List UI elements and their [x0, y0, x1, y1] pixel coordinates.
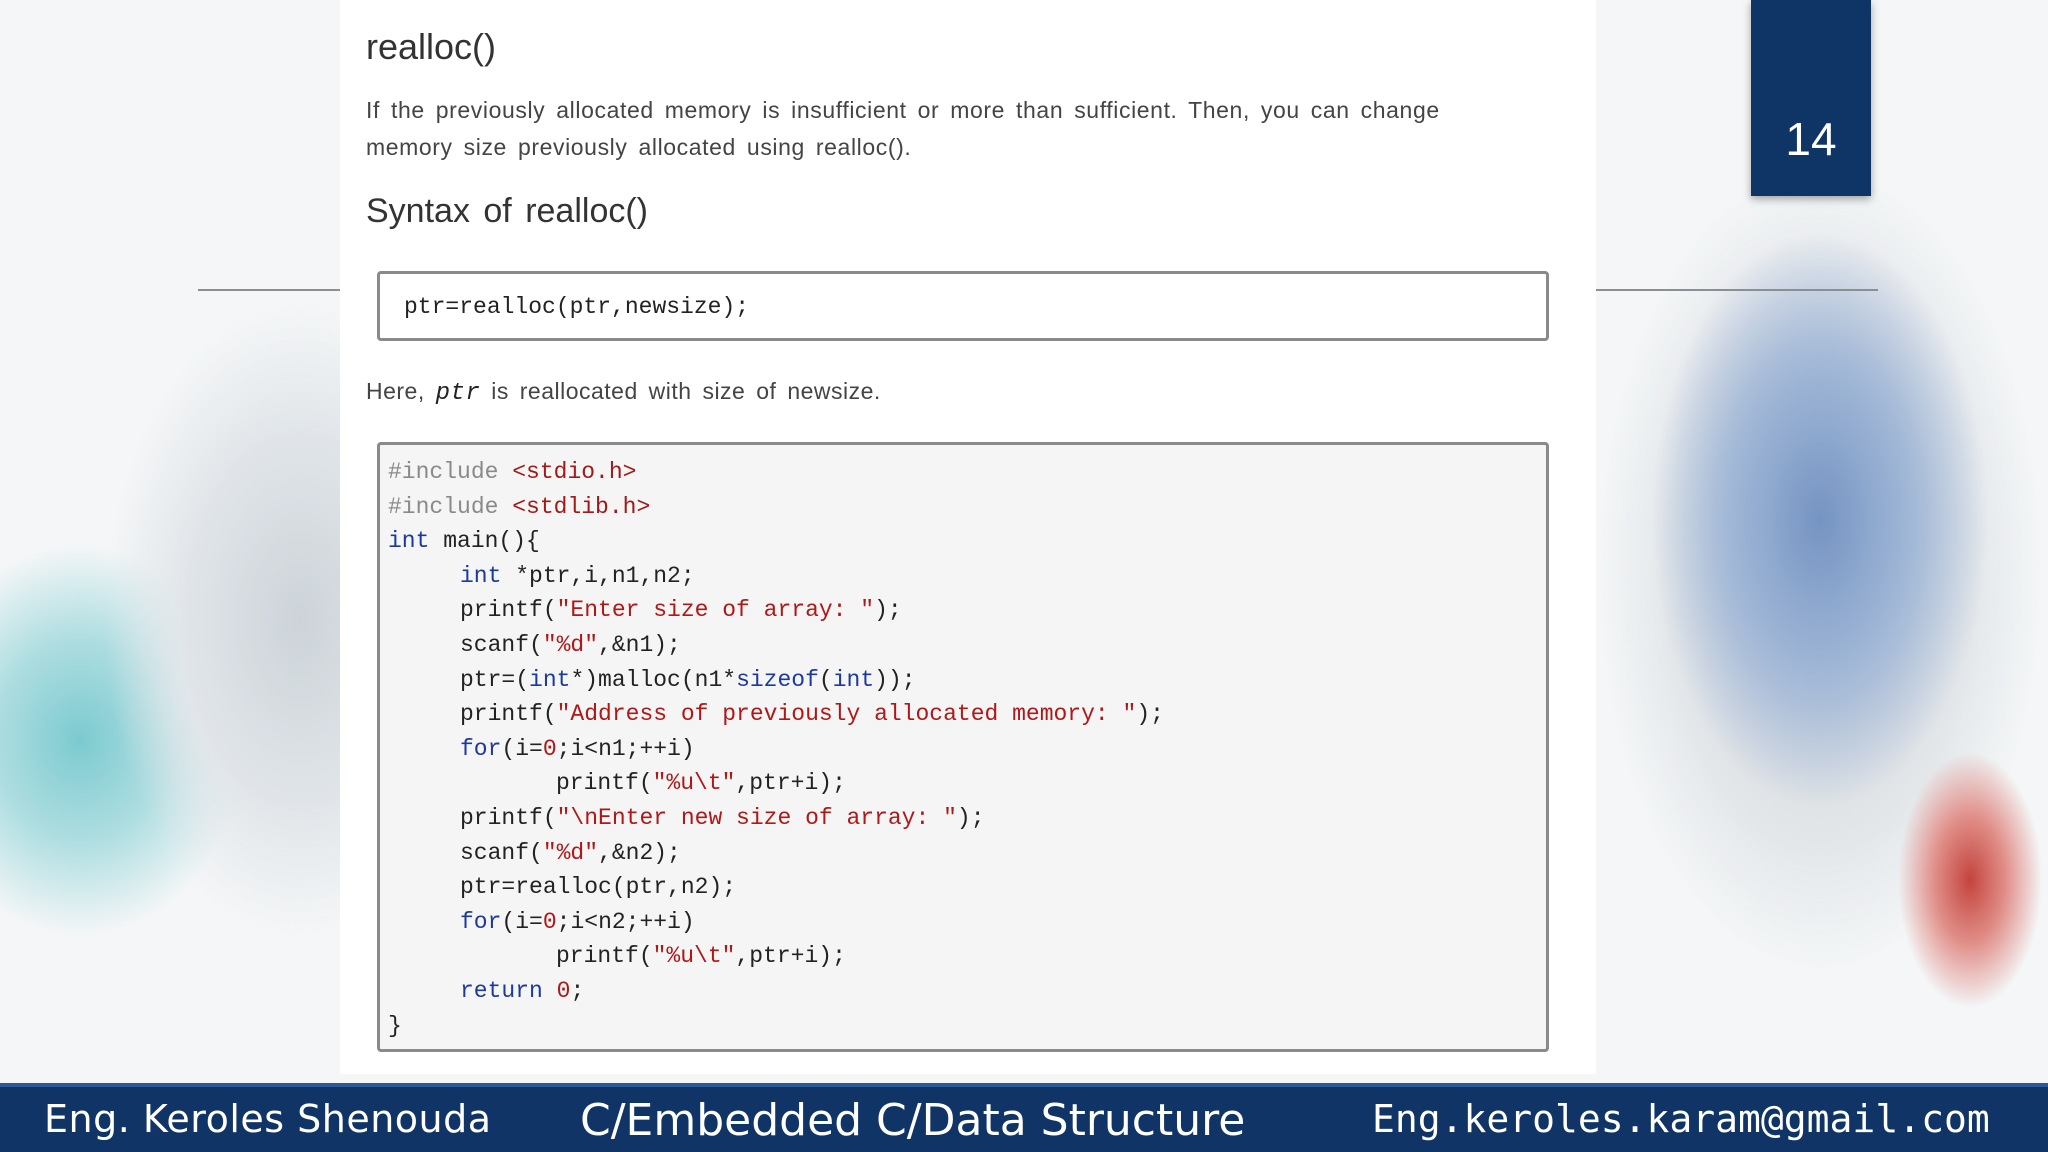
- code-line: scanf("%d",&n1);: [460, 632, 681, 658]
- description-line-2: memory size previously allocated using r…: [366, 134, 912, 160]
- code-token: printf(: [460, 597, 557, 624]
- code-token: "%d": [542, 839, 599, 866]
- code-line: printf("Enter size of array: ");: [460, 597, 902, 623]
- code-line: ptr=(int*)malloc(n1*sizeof(int));: [460, 667, 916, 693]
- explanation-text: Here, ptr is reallocated with size of ne…: [366, 378, 881, 407]
- syntax-code-box: ptr=realloc(ptr,newsize);: [377, 271, 1549, 341]
- code-token: scanf(: [460, 632, 543, 658]
- code-token: int: [832, 666, 875, 693]
- code-token: #include: [388, 493, 513, 520]
- code-token: "Enter size of array: ": [556, 597, 875, 624]
- code-line: }: [388, 1013, 402, 1039]
- code-line: ptr=realloc(ptr,n2);: [460, 874, 736, 900]
- code-line: printf("%u\t",ptr+i);: [556, 770, 846, 796]
- code-token: scanf(: [460, 839, 543, 866]
- content-page: realloc() If the previously allocated me…: [340, 0, 1596, 1074]
- footer-course-title: C/Embedded C/Data Structure: [580, 1095, 1246, 1146]
- code-token: #include: [388, 459, 513, 485]
- description: If the previously allocated memory is in…: [366, 92, 1526, 166]
- code-token: 0: [556, 978, 571, 1004]
- footer-email: Eng.keroles.karam@gmail.com: [1372, 1097, 1990, 1141]
- code-line: printf("%u\t",ptr+i);: [556, 943, 846, 969]
- code-line: scanf("%d",&n2);: [460, 840, 681, 866]
- code-token: );: [956, 805, 985, 831]
- code-token: main(){: [429, 528, 540, 555]
- code-token: ,ptr+i);: [735, 943, 846, 970]
- syntax-heading: Syntax of realloc(): [366, 192, 648, 230]
- code-token: "%u\t": [652, 770, 736, 797]
- code-token: return: [460, 978, 543, 1004]
- footer-bar: Eng. Keroles Shenouda C/Embedded C/Data …: [0, 1083, 2048, 1152]
- code-token: (: [818, 666, 833, 693]
- code-token: );: [874, 597, 902, 624]
- code-token: "%d": [542, 632, 599, 658]
- footer-author: Eng. Keroles Shenouda: [44, 1097, 492, 1141]
- code-token: "Address of previously allocated memory:…: [556, 701, 1137, 728]
- example-code-block: #include <stdio.h>#include <stdlib.h>int…: [377, 442, 1549, 1052]
- code-token: ,&n1);: [598, 632, 681, 658]
- code-line: #include <stdio.h>: [388, 459, 636, 485]
- code-token: int: [388, 528, 430, 555]
- page-title: realloc(): [366, 26, 497, 67]
- code-token: <stdio.h>: [512, 459, 637, 485]
- code-token: *ptr,i,n1,n2;: [501, 562, 695, 589]
- code-token: for: [460, 908, 502, 935]
- code-token: printf(: [460, 805, 557, 831]
- code-token: ptr=realloc(ptr,n2);: [460, 874, 737, 901]
- code-line: return 0;: [460, 978, 584, 1004]
- code-token: "\nEnter new size of array: ": [556, 805, 957, 831]
- code-line: int *ptr,i,n1,n2;: [460, 563, 695, 589]
- code-line: for(i=0;i<n1;++i): [460, 736, 695, 762]
- code-token: [543, 978, 557, 1004]
- code-token: ptr=(: [460, 666, 530, 693]
- code-line: #include <stdlib.h>: [388, 494, 650, 520]
- code-token: ,&n2);: [598, 839, 681, 866]
- code-token: int: [529, 666, 571, 693]
- code-token: ;i<n2;++i): [556, 908, 695, 935]
- code-token: ,ptr+i);: [735, 770, 846, 797]
- code-token: 0: [542, 735, 557, 762]
- code-token: ));: [874, 666, 916, 693]
- code-token: (i=: [501, 908, 543, 935]
- slide-number: 14: [1785, 113, 1837, 165]
- code-line: printf("\nEnter new size of array: ");: [460, 805, 985, 831]
- explanation-suffix: is reallocated with size of newsize.: [480, 378, 881, 404]
- explanation-variable: ptr: [435, 380, 481, 407]
- code-token: ;i<n1;++i): [556, 735, 695, 762]
- code-token: printf(: [556, 943, 653, 970]
- code-token: printf(: [556, 770, 653, 797]
- description-line-1: If the previously allocated memory is in…: [366, 97, 1440, 123]
- explanation-prefix: Here,: [366, 378, 436, 404]
- code-line: printf("Address of previously allocated …: [460, 701, 1164, 727]
- syntax-code: ptr=realloc(ptr,newsize);: [404, 294, 750, 320]
- code-token: ;: [570, 978, 585, 1004]
- code-token: (i=: [501, 735, 543, 762]
- code-token: 0: [542, 908, 557, 935]
- code-token: }: [388, 1012, 402, 1039]
- slide-number-badge: 14: [1751, 0, 1871, 196]
- code-token: <stdlib.h>: [512, 493, 651, 520]
- code-token: sizeof: [736, 666, 819, 693]
- divider-line-left: [198, 289, 340, 291]
- background-right-decoration: [1590, 100, 2048, 1030]
- code-token: int: [460, 562, 502, 589]
- code-token: );: [1136, 701, 1164, 728]
- code-token: *)malloc(n1*: [570, 666, 737, 693]
- code-line: for(i=0;i<n2;++i): [460, 909, 695, 935]
- code-token: for: [460, 735, 502, 762]
- divider-line-right: [1594, 289, 1878, 291]
- code-token: "%u\t": [652, 943, 736, 970]
- code-token: printf(: [460, 701, 557, 728]
- code-line: int main(){: [388, 528, 540, 554]
